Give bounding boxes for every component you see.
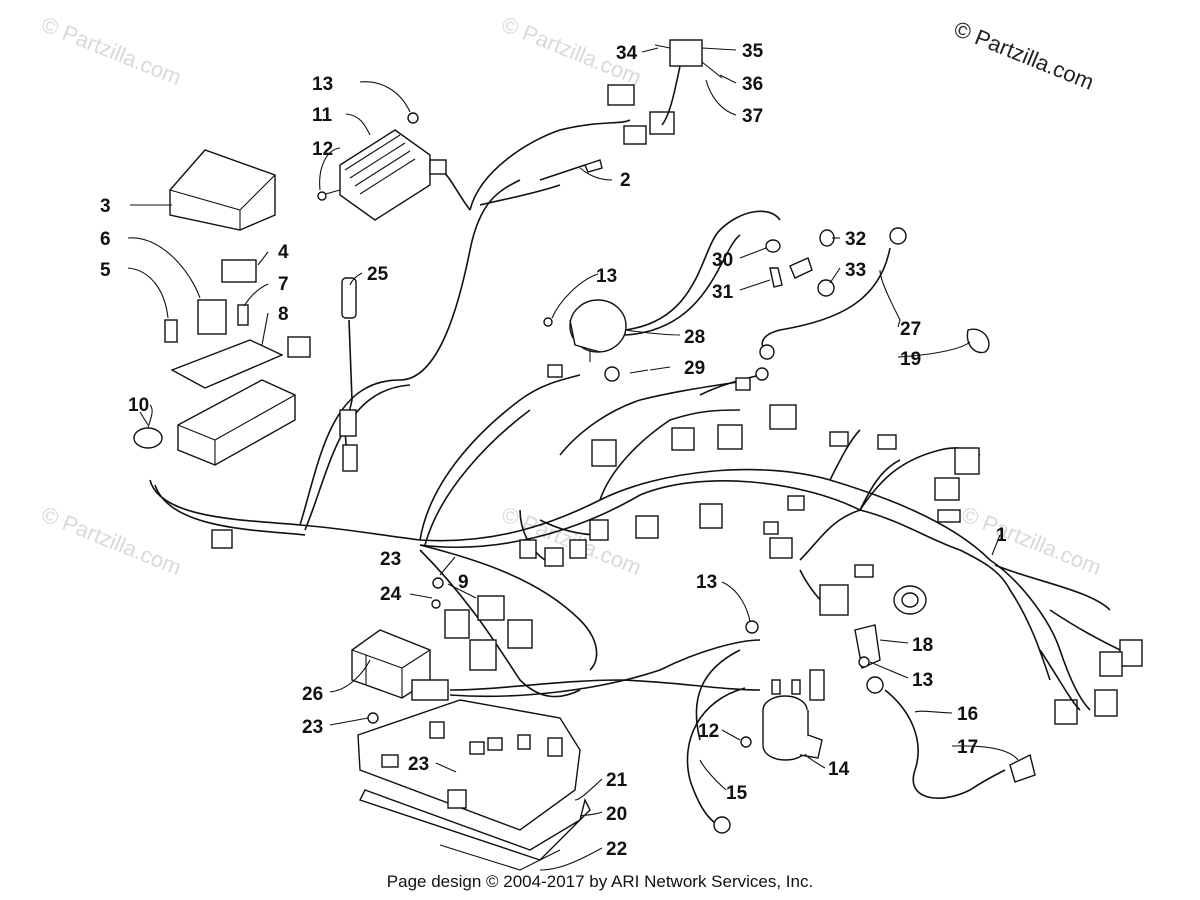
callout-20: 20 [606, 804, 627, 825]
callout-19: 19 [900, 349, 921, 370]
battery-ground-cable [745, 620, 1036, 799]
callout-33: 33 [845, 260, 866, 281]
connector [429, 159, 447, 175]
ignition-coil [543, 210, 781, 382]
screw [367, 712, 379, 724]
callout-13: 13 [312, 74, 333, 95]
fuse-box-cover [169, 149, 276, 231]
connector [287, 336, 311, 358]
nut [407, 112, 419, 124]
speed-sensor [339, 277, 358, 472]
relay [221, 259, 257, 283]
callout-1: 1 [996, 525, 1007, 546]
callout-8: 8 [278, 304, 289, 325]
callout-2: 2 [620, 170, 631, 191]
callout-10: 10 [128, 395, 149, 416]
battery-cable [759, 227, 907, 360]
callout-15: 15 [726, 783, 748, 804]
circuit-board [170, 339, 284, 389]
callout-23: 23 [380, 549, 401, 570]
callout-31: 31 [712, 282, 734, 303]
watermark: © Partzilla.com [38, 11, 185, 90]
ground-lead [699, 374, 761, 396]
page-footer: Page design © 2004-2017 by ARI Network S… [386, 872, 814, 891]
callout-18: 18 [912, 635, 933, 656]
callout-32: 32 [845, 229, 866, 250]
callout-5: 5 [100, 260, 111, 281]
callout-17: 17 [957, 737, 978, 758]
spark-plug-cap [765, 229, 835, 297]
relay-small [197, 299, 227, 335]
fuse-block [177, 379, 296, 466]
mounting-plate [357, 699, 591, 871]
callout-9: 9 [458, 572, 469, 593]
callout-22: 22 [606, 839, 627, 860]
callout-21: 21 [606, 770, 628, 791]
relay-group [431, 577, 533, 671]
light-connectors [1039, 609, 1143, 725]
callout-leaders [127, 47, 1019, 871]
callout-36: 36 [742, 74, 763, 95]
indicator-lamp [893, 585, 927, 615]
wire-clip [966, 328, 990, 354]
callout-34: 34 [616, 43, 638, 64]
callout-28: 28 [684, 327, 705, 348]
callout-7: 7 [278, 274, 289, 295]
callout-11: 11 [312, 105, 333, 126]
starter-cable [686, 649, 746, 834]
callout-12: 12 [312, 139, 333, 160]
callout-27: 27 [900, 319, 921, 340]
watermark: © Partzilla.com [958, 501, 1105, 580]
callout-24: 24 [380, 584, 402, 605]
screw [317, 191, 327, 201]
callout-23: 23 [302, 717, 323, 738]
callout-23: 23 [408, 754, 429, 775]
callout-30: 30 [712, 250, 733, 271]
callout-16: 16 [957, 704, 978, 725]
connector [211, 529, 233, 549]
callout-labels: 13 11 12 3 6 5 4 7 8 10 25 2 34 35 36 37… [100, 41, 1007, 860]
switch-connector [539, 39, 723, 181]
fuse [164, 319, 178, 343]
callout-26: 26 [302, 684, 323, 705]
callout-25: 25 [367, 264, 389, 285]
voltage-regulator [317, 112, 447, 221]
callout-13: 13 [696, 572, 717, 593]
harness-connectors [519, 404, 980, 616]
callout-29: 29 [684, 358, 705, 379]
fuse-small [237, 304, 249, 326]
callout-13: 13 [596, 266, 617, 287]
callout-6: 6 [100, 229, 111, 250]
callout-13: 13 [912, 670, 933, 691]
starter-solenoid [740, 669, 825, 761]
callout-35: 35 [742, 41, 764, 62]
callout-14: 14 [828, 759, 850, 780]
terminal-boot [735, 377, 751, 391]
watermark: © Partzilla.com [38, 501, 185, 580]
callout-4: 4 [278, 242, 289, 263]
wire-clip [133, 427, 163, 449]
callout-12: 12 [698, 721, 719, 742]
cdi-module [351, 629, 449, 701]
callout-37: 37 [742, 106, 763, 127]
ring-terminal [755, 367, 769, 381]
callout-3: 3 [100, 196, 111, 217]
